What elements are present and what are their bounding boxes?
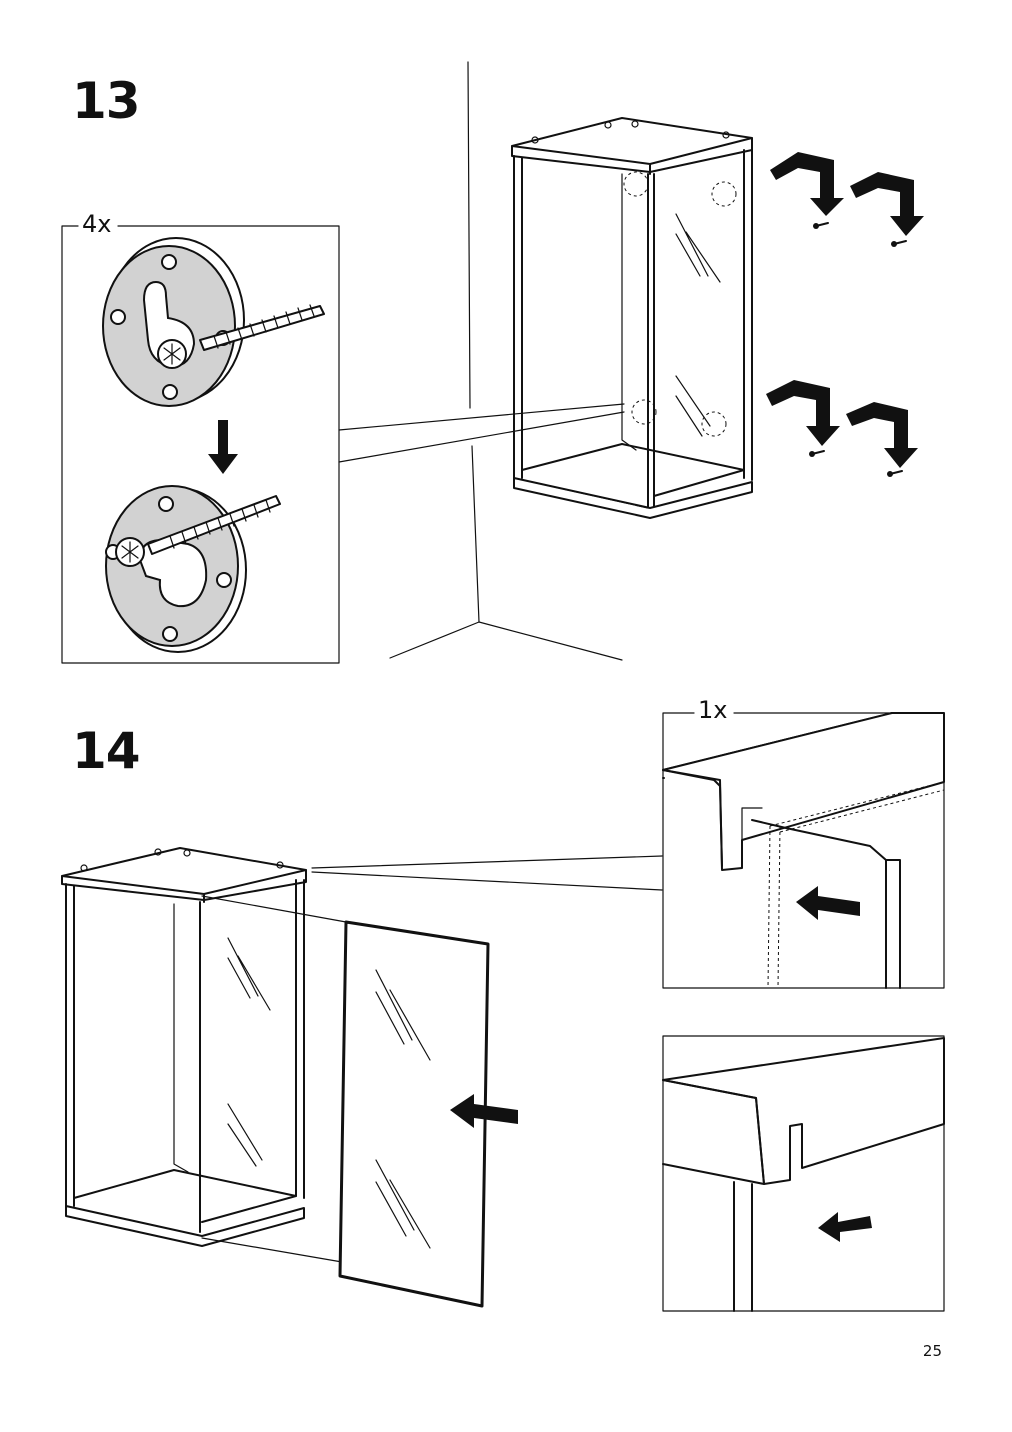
panel-installed-detail-box (662, 1035, 945, 1312)
quantity-label-1x: 1x (696, 696, 730, 724)
step-13-number: 13 (72, 72, 141, 130)
step-14-number: 14 (72, 722, 141, 780)
cabinet-icon (511, 117, 753, 519)
down-arrow-icon (208, 420, 238, 474)
insert-arrow-icon (450, 1094, 518, 1128)
down-arrow-icon (766, 152, 924, 468)
panel-detail-box (662, 712, 945, 989)
wall-plate-fitting-icon (105, 485, 281, 653)
screw-icon (809, 222, 907, 477)
fitting-detail-box (61, 225, 340, 664)
page-number: 25 (922, 1342, 942, 1360)
glass-panel-icon (338, 920, 490, 1308)
quantity-label-4x: 4x (80, 210, 114, 238)
cabinet-icon (61, 847, 307, 1247)
wall-plate-fitting-icon (102, 237, 325, 407)
wall-corner (389, 61, 623, 661)
